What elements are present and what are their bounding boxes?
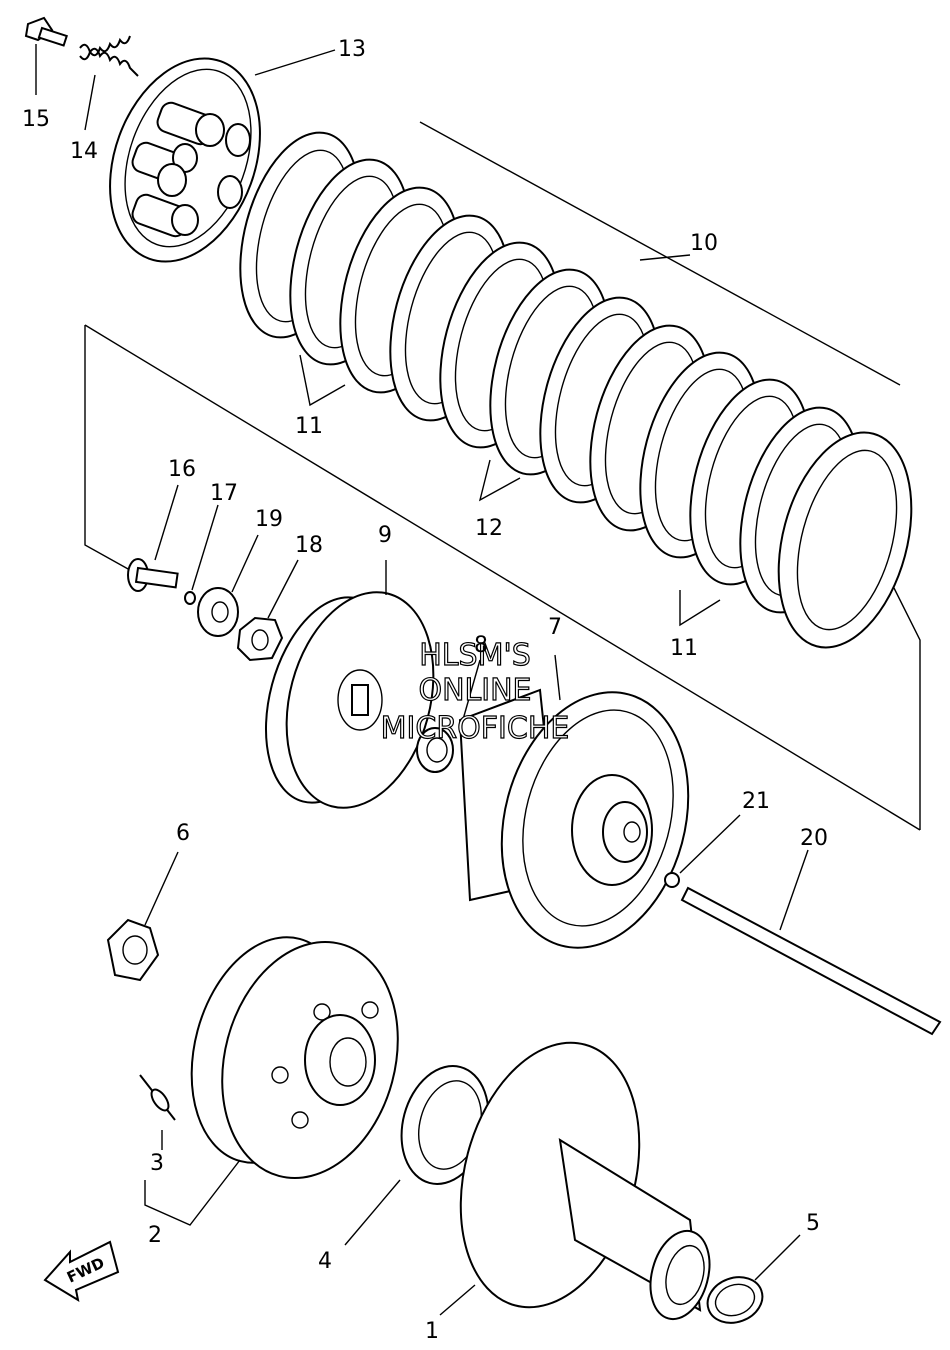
callout-20: 20 (800, 826, 828, 851)
part-19-bearing (197, 534, 259, 637)
part-16-bolt (127, 484, 179, 592)
watermark-line-3: MICROFICHE (381, 711, 570, 746)
plates-frame (84, 121, 921, 831)
callout-12: 12 (475, 516, 503, 541)
plate-leaders (299, 254, 721, 627)
watermark-line-2: ONLINE (418, 673, 531, 708)
callout-1: 1 (425, 1319, 439, 1344)
callout-6: 6 (176, 821, 190, 846)
part-13-pressure-plate (109, 49, 336, 263)
callout-21: 21 (742, 789, 770, 814)
callout-9: 9 (378, 523, 392, 548)
part-14-spring (79, 35, 139, 131)
callout-10: 10 (690, 231, 718, 256)
part-20-push-rod (680, 849, 942, 1036)
part-15-bolt (24, 16, 68, 95)
callout-11b: 11 (670, 636, 698, 661)
callout-15: 15 (22, 107, 50, 132)
callout-4: 4 (318, 1249, 332, 1274)
callout-7: 7 (548, 615, 562, 640)
callout-labels: 1 2 3 4 5 6 7 8 9 10 11 11 12 13 14 15 1… (22, 37, 828, 1344)
callout-14: 14 (70, 139, 98, 164)
callout-5: 5 (806, 1211, 820, 1236)
callout-17: 17 (210, 481, 238, 506)
part-7-clutch-housing (458, 654, 690, 949)
callout-11a: 11 (295, 414, 323, 439)
part-3-spring (139, 1074, 176, 1150)
part-5-o-ring (706, 1234, 801, 1324)
part-2-clutch-carrier (144, 936, 399, 1226)
part-6-nut (106, 851, 179, 982)
watermark-line-1: HLSM'S (419, 638, 531, 673)
callout-18: 18 (295, 533, 323, 558)
callout-16: 16 (168, 457, 196, 482)
part-8-circlip (416, 659, 481, 773)
callout-2: 2 (148, 1223, 162, 1248)
callout-3: 3 (150, 1151, 164, 1176)
part-21-ball (664, 814, 741, 888)
part-1-drum (439, 1041, 711, 1321)
part-9-clutch-boss (264, 560, 435, 809)
clutch-plates-stack (239, 131, 913, 649)
part-17-ring (184, 504, 219, 605)
watermark: HLSM'S ONLINE MICROFICHE (380, 637, 570, 746)
callout-13: 13 (338, 37, 366, 62)
part-18-lock-washer (236, 559, 299, 662)
callout-19: 19 (255, 507, 283, 532)
fwd-arrow: FWD (43, 1240, 120, 1303)
callout-8: 8 (474, 633, 488, 658)
